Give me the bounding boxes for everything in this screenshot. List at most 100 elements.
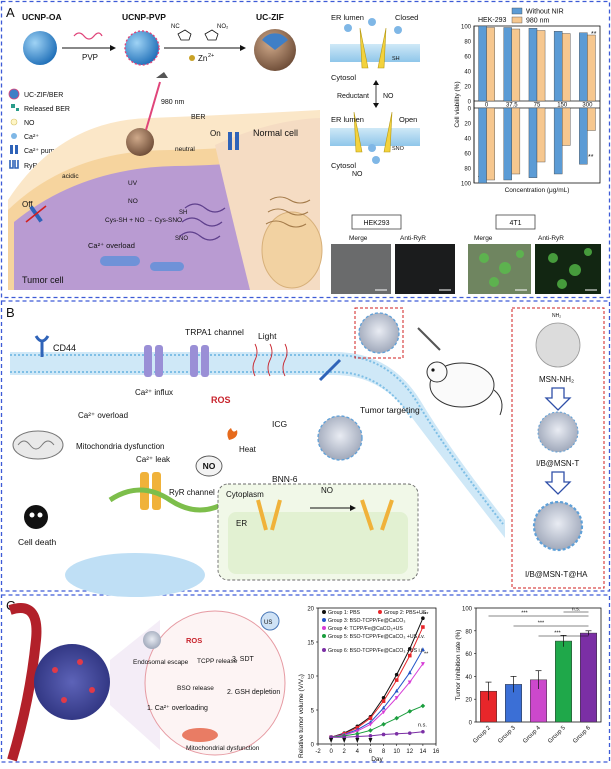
viability-bar-4t1 — [503, 107, 512, 181]
growth-point — [381, 695, 386, 700]
us-label: US — [264, 620, 272, 626]
no-arrow-label: NO — [321, 486, 333, 495]
growth-point — [394, 732, 399, 736]
viability-annotation-bottom: ** — [588, 154, 594, 161]
anti-ryr-label-hek: Anti-RyR — [400, 235, 426, 242]
ucnp-oa-particle — [23, 31, 57, 65]
growth-ytick-label: 0 — [311, 743, 315, 749]
bnn6-label: BNN-6 — [272, 474, 298, 484]
ca-influx-label: Ca²⁺ influx — [135, 388, 173, 397]
merge-label-hek: Merge — [349, 235, 368, 242]
growth-ylabel: Relative tumor volume (V/V₀) — [298, 674, 305, 758]
viability-bar-hek293 — [553, 31, 563, 102]
zoom-cone — [110, 620, 160, 750]
legend-pump-label: Ca²⁺ pump — [24, 148, 59, 155]
er-lumen-open-label: ER lumen — [331, 115, 364, 124]
viability-bar-hek293 — [579, 32, 588, 102]
mitochondrion-c — [182, 728, 218, 742]
growth-point — [368, 722, 373, 727]
normal-nucleus — [261, 211, 323, 289]
msn-nh2-particle — [535, 322, 581, 368]
viability-bottom-tick: 80 — [464, 167, 471, 173]
growth-point — [407, 680, 412, 685]
cell-death-label: Cell death — [18, 537, 57, 547]
viability-bar-4t1 — [579, 107, 588, 165]
er-lumen-closed-label: ER lumen — [331, 13, 364, 22]
ros-c-label: ROS — [186, 636, 202, 645]
sno-mech-label: SNO — [392, 146, 405, 152]
inhibition-bar — [580, 632, 597, 723]
growth-annotation-1: *** — [422, 612, 429, 618]
legend-ca-label: Ca²⁺ — [24, 134, 39, 141]
hek293-tag — [351, 214, 402, 230]
hek-merge-image — [331, 244, 391, 294]
off-cross — [25, 205, 47, 223]
viability-bar-4t1 — [562, 107, 571, 146]
growth-series-line — [331, 663, 424, 738]
growth-point — [407, 731, 412, 735]
uczif-nanoparticle — [126, 128, 154, 156]
skull-eye-l — [29, 512, 35, 518]
mito-dysfunction-label: Mitochondria dysfunction — [76, 442, 165, 451]
ryr-closed — [359, 27, 387, 69]
pvp-label: PVP — [82, 53, 98, 62]
b-membrane — [10, 352, 505, 538]
growth-point — [355, 731, 360, 737]
growth-legend-label: Group 5: BSO-TCPP/Fe@CaCO₃ +US i.v. — [328, 634, 425, 640]
viability-legend-swatch — [511, 16, 523, 24]
no-bubble — [195, 455, 223, 477]
no-mech-label: NO — [383, 93, 394, 100]
er-b-folds — [108, 487, 232, 513]
growth-xtick-label: 4 — [356, 749, 360, 755]
growth-xtick-label: 12 — [406, 749, 413, 755]
inhibition-ytick-label: 20 — [465, 698, 472, 704]
np-highlight-box — [354, 307, 404, 359]
us-probe — [260, 611, 280, 631]
light-label: Light — [258, 331, 277, 341]
skull-icon — [24, 505, 48, 529]
growth-point — [394, 696, 399, 700]
viability-top-tick: 20 — [464, 85, 471, 91]
icg-label: ICG — [272, 419, 287, 429]
trpa1-b — [201, 345, 209, 377]
growth-point — [394, 678, 399, 682]
viability-xlabel: Concentration (μg/mL) — [505, 187, 570, 194]
viability-bar-hek293 — [536, 30, 546, 102]
inhibition-ytick-label: 40 — [465, 675, 472, 681]
growth-legend-label: Group 2: PBS+US — [384, 610, 427, 616]
ryr-open — [353, 111, 393, 153]
growth-point — [368, 716, 373, 720]
no-ryr-arrowhead — [350, 505, 356, 511]
viability-category-label: 37.5 — [506, 103, 518, 109]
inhibition-ylabel: Tumor inhibition rate (%) — [455, 630, 462, 701]
ucnp-pvp-particle — [124, 30, 160, 66]
viability-top-tick: 60 — [464, 55, 471, 61]
on-label: On — [210, 129, 221, 138]
growth-xtick-label: 14 — [420, 749, 427, 755]
legend-pump-icon-b — [15, 145, 18, 154]
ib-msn-t-label: I/B@MSN-T — [536, 459, 579, 468]
bso-label: BSO release — [177, 685, 214, 692]
synthesis-scheme: UCNP-OA PVP UCNP-PVP NC NO₂ Zn 2+ UC-ZIF — [22, 12, 296, 71]
mito-c-label: Mitochondrial dysfunction — [186, 745, 260, 752]
inhibition-category-label: Group 2 — [472, 725, 492, 745]
ucnp-oa-label: UCNP-OA — [22, 12, 62, 22]
nanoparticle-zoom — [358, 312, 400, 354]
panel-b-border — [0, 300, 611, 592]
er-box — [228, 512, 408, 574]
legend-pump-icon — [10, 145, 13, 154]
viability-bar-hek293 — [503, 27, 512, 102]
growth-point — [394, 672, 399, 677]
viability-bar-4t1 — [528, 107, 538, 178]
growth-legend-label: Group 6: BSO-TCPP/Fe@CaCO₃ +US i.t. — [328, 648, 424, 654]
panel-c-border — [0, 594, 611, 763]
sh-mech-label: SH — [392, 56, 400, 62]
legend-no-icon — [10, 118, 18, 126]
viability-bottom-tick: 20 — [464, 122, 471, 128]
growth-point — [420, 703, 426, 709]
viability-bar-hek293 — [562, 33, 571, 102]
growth-point — [421, 616, 425, 620]
msn-nh2-label: MSN-NH₂ — [539, 375, 574, 384]
nir-beam — [145, 81, 161, 131]
